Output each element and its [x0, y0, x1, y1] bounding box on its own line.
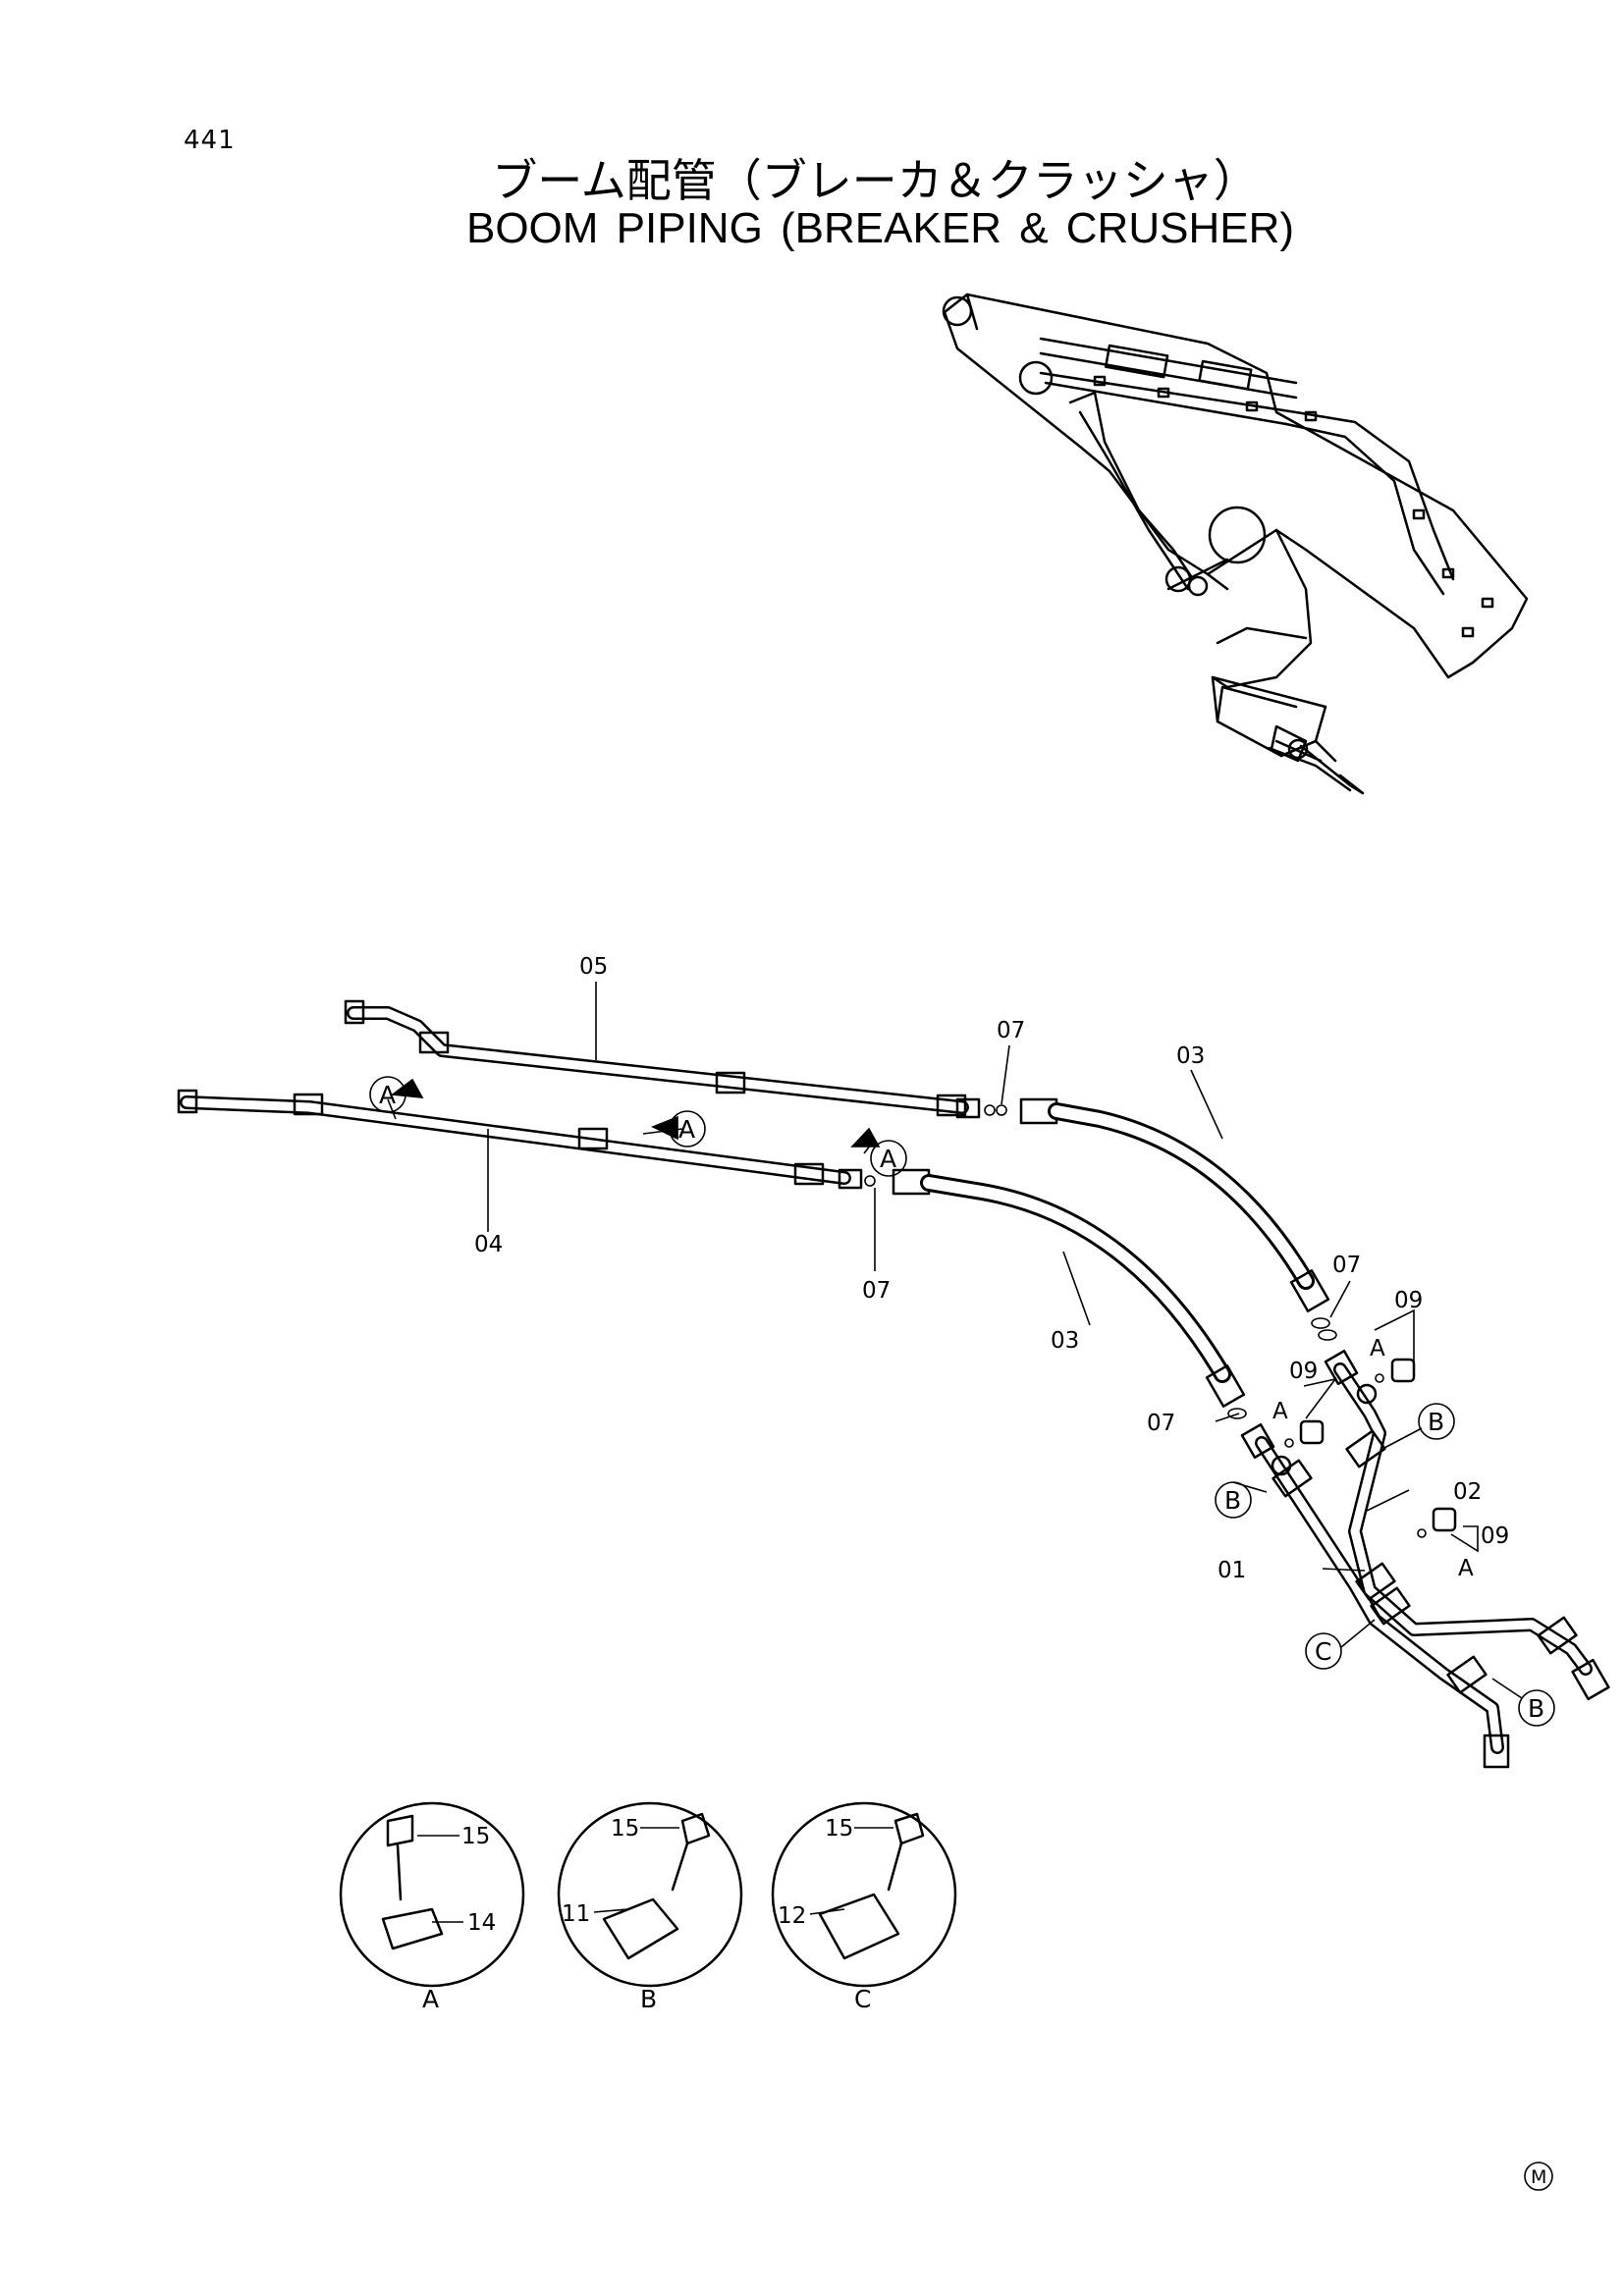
view-ref-b-2: B [1224, 1486, 1241, 1515]
view-ref-a-1: A [379, 1081, 396, 1109]
callout-labels: 05 04 07 07 03 03 07 09 09 07 02 09 01 A… [474, 954, 1509, 1583]
view-ref-c-1: C [1315, 1637, 1331, 1666]
callout-03-top: 03 [1176, 1043, 1205, 1069]
view-ref-b-1: B [1428, 1408, 1444, 1436]
mark-m: M [1531, 2166, 1546, 2188]
detail-c-clamp: 12 [778, 1903, 806, 1929]
page-number: 441 [184, 126, 236, 155]
callout-02: 02 [1453, 1479, 1482, 1505]
callout-09-low: 09 [1481, 1523, 1509, 1549]
title-english: BOOM PIPING (BREAKER & CRUSHER) [465, 204, 1294, 252]
main-piping-assembly [177, 999, 1610, 1769]
detail-c-view-label: C [854, 1985, 871, 2013]
view-ref-a-3: A [880, 1145, 896, 1173]
circled-m-mark: M [1524, 2162, 1553, 2191]
callout-04: 04 [474, 1232, 503, 1257]
view-ref-a-label-2: A [1272, 1399, 1288, 1424]
callout-09-top: 09 [1394, 1288, 1423, 1313]
detail-a-view-label: A [422, 1985, 439, 2013]
view-ref-a-label-1: A [1370, 1336, 1385, 1362]
view-references: A A A B B B C [369, 1076, 1555, 1727]
detail-view-b: 15 11 B [557, 1801, 743, 2013]
detail-c-bolt: 15 [825, 1816, 853, 1842]
callout-07-mid: 07 [862, 1278, 891, 1304]
title-japanese: ブーム配管（ブレーカ＆クラッシャ） [492, 154, 1259, 207]
callout-09-mid: 09 [1289, 1359, 1318, 1384]
callout-07-low: 07 [1147, 1411, 1175, 1436]
detail-a-bolt: 15 [461, 1824, 490, 1849]
view-ref-a-2: A [678, 1115, 695, 1144]
callout-07-top: 07 [997, 1018, 1025, 1043]
view-ref-a-label-3: A [1458, 1556, 1474, 1581]
callout-03-mid: 03 [1051, 1328, 1079, 1354]
callout-05: 05 [579, 954, 608, 980]
view-ref-b-3: B [1528, 1694, 1544, 1723]
leader-lines [387, 982, 1479, 1572]
callout-01: 01 [1217, 1558, 1246, 1583]
detail-b-clamp: 11 [562, 1901, 590, 1927]
callout-07-right: 07 [1332, 1253, 1361, 1278]
excavator-overview-illustration [942, 293, 1529, 795]
detail-b-bolt: 15 [611, 1816, 639, 1842]
detail-b-view-label: B [640, 1985, 657, 2013]
detail-a-clamp: 14 [467, 1910, 496, 1936]
detail-view-c: 15 12 C [771, 1801, 957, 2013]
detail-view-a: 15 14 A [339, 1801, 525, 2013]
